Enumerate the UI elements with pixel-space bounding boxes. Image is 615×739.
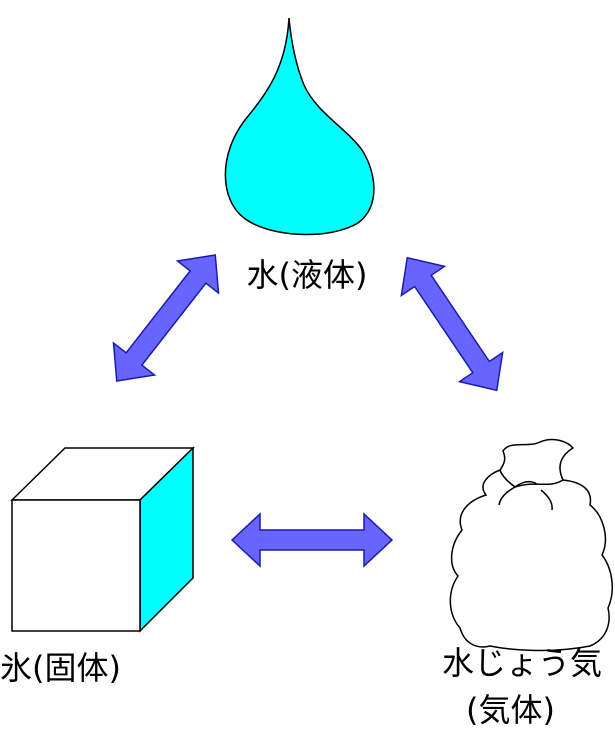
gas-label-line1: 水じょう気 [442,644,603,682]
arrow-liquid-gas [384,242,520,406]
liquid-label: 水(液体) [246,256,368,294]
gas-label-line2: (気体) [466,691,555,729]
solid-label: 氷(固体) [0,649,121,687]
steam-bag-icon [449,438,614,652]
arrow-solid-gas [231,513,393,567]
water-drop-icon [224,17,375,236]
ice-cube-icon [10,446,195,633]
